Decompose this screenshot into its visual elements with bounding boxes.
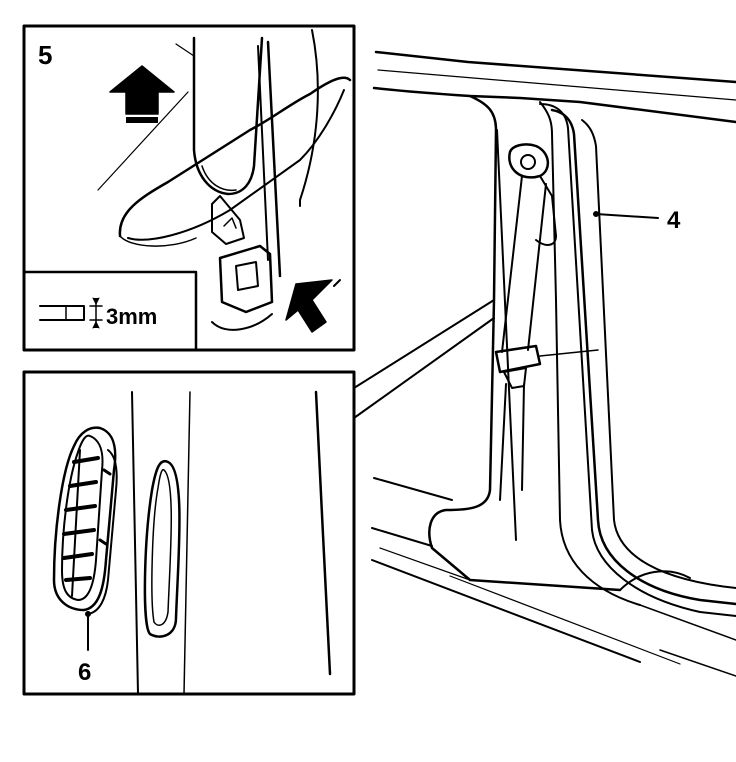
belt-latch — [503, 367, 527, 389]
clip-tab — [223, 217, 237, 229]
dimension-inset-frame — [22, 270, 198, 352]
detail-panel-6: 6 — [22, 370, 356, 696]
b-pillar-view — [371, 50, 736, 677]
vent-louver-5 — [62, 552, 94, 560]
leader-line-4 — [595, 213, 659, 219]
bracket — [218, 244, 274, 314]
panel-step-number: 5 — [38, 40, 52, 70]
panel6-line-1 — [131, 391, 139, 695]
sill-line-4 — [371, 559, 641, 663]
belt-webbing-lower-right — [521, 383, 525, 491]
trim-edge-outer — [266, 40, 282, 278]
roof-edge-outer — [374, 50, 736, 84]
belt-webbing-left — [501, 175, 523, 353]
diagonal-arrow-icon — [285, 279, 341, 333]
panel6-line-2 — [183, 391, 191, 695]
vent-louver-3 — [64, 504, 97, 512]
vent-louver-6 — [64, 576, 92, 582]
trim-edge-inner — [257, 45, 269, 261]
leader-dot-4 — [593, 211, 599, 217]
pillar-trim-left — [428, 94, 622, 592]
belt-anchor-bolt — [520, 154, 536, 170]
belt-webbing-right — [527, 183, 547, 351]
pillar-trim-inner — [539, 101, 641, 606]
bracket-base — [211, 313, 273, 331]
vent-opening-inner — [151, 468, 173, 626]
bracket-slot — [235, 261, 259, 291]
belt-buckle — [494, 344, 542, 374]
vent-housing — [52, 426, 117, 612]
sill-line-3 — [379, 547, 471, 581]
bg-diagonal-2 — [175, 43, 195, 57]
fingernail — [201, 165, 237, 192]
bg-diagonal-1 — [97, 91, 189, 191]
belt-webbing-lower-left — [499, 383, 507, 501]
height-adjust-cover — [539, 349, 599, 357]
weatherstrip-outer — [550, 108, 736, 606]
zoom-leader-top — [353, 299, 495, 389]
callout-number-4: 4 — [667, 207, 681, 234]
zoom-leader-bottom — [353, 317, 495, 419]
trim-lip-inner — [127, 89, 345, 241]
dimension-label: 3mm — [106, 304, 157, 329]
vent-grille — [52, 426, 118, 615]
vent-louver-2 — [68, 480, 98, 488]
bg-diagonal-3 — [299, 29, 319, 207]
trim-lip — [118, 76, 352, 238]
roof-edge-3 — [377, 69, 736, 101]
sill-trim-curve — [619, 570, 691, 591]
callout-4: 4 — [593, 207, 681, 234]
roof-edge-inner — [372, 86, 736, 124]
up-arrow-icon — [109, 65, 175, 123]
sill-line-5 — [449, 575, 681, 665]
callout-number-6: 6 — [78, 659, 91, 686]
vent-edge — [87, 449, 118, 615]
vent-frame — [61, 434, 104, 601]
vent-louver-4 — [62, 528, 96, 536]
sill-line-1 — [373, 477, 453, 501]
sill-line-2 — [371, 527, 433, 547]
vent-tab-1 — [102, 468, 112, 476]
panel-6-frame — [22, 370, 356, 696]
retaining-clip — [211, 195, 245, 245]
vent-louver-1 — [72, 456, 100, 464]
trim-lip-3 — [119, 235, 197, 247]
leader-dot-6 — [85, 611, 91, 617]
vent-opening — [143, 459, 181, 638]
panel6-line-3 — [314, 390, 332, 676]
dimension-symbol — [39, 297, 103, 329]
vent-vane — [71, 449, 81, 597]
weatherstrip-inner — [539, 103, 736, 617]
pillar-seam — [496, 129, 517, 541]
sill-right-2 — [659, 649, 736, 677]
belt-anchor — [508, 143, 549, 179]
vent-tab-2 — [98, 538, 108, 546]
weatherstrip-edge — [581, 119, 736, 589]
sill-right — [639, 604, 736, 641]
detail-panel-5: 5 — [22, 24, 356, 352]
